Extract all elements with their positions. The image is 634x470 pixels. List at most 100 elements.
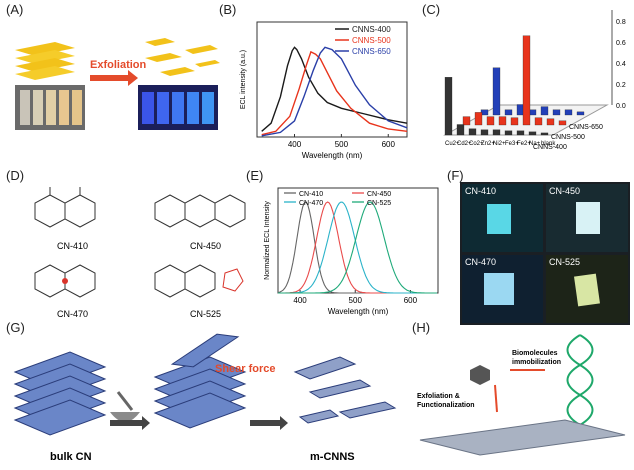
photo-cn-450-label: CN-450 xyxy=(549,186,581,196)
chart-e-series-line xyxy=(278,201,437,294)
chart-c-tick-label: 0.8 xyxy=(616,19,626,26)
mortar-icon xyxy=(110,391,140,422)
exfoliated-sheets-illustration xyxy=(145,38,220,76)
chart-c-category-label: Cd2+ xyxy=(457,141,472,147)
chart-e-legend-label: CN-470 xyxy=(299,200,323,207)
photo-cn-470-label: CN-470 xyxy=(465,257,497,267)
photo-cn-525-label: CN-525 xyxy=(549,257,581,267)
arrow-down xyxy=(494,384,498,413)
chart-b-tick-label: 500 xyxy=(335,140,349,149)
chart-c-bar xyxy=(510,117,519,126)
chart-e-tick-label: 600 xyxy=(404,296,418,305)
photo-cn-450: CN-450 xyxy=(546,184,628,252)
panel-label-a: (A) xyxy=(6,2,24,17)
chart-b-xlabel: Wavelength (nm) xyxy=(302,151,363,160)
chart-e-tick-label: 500 xyxy=(349,296,363,305)
structure-cn-470: CN-470 xyxy=(34,264,96,319)
chart-e-legend-label: CN-525 xyxy=(367,200,391,207)
chart-c-series-label: CNNS-650 xyxy=(569,124,603,131)
chart-c-bar xyxy=(480,129,489,136)
chart-c-bar xyxy=(528,131,537,136)
sheared-cn-layers xyxy=(153,333,247,429)
chart-c-bar xyxy=(546,118,555,126)
panel-label-b: (B) xyxy=(219,2,237,17)
chart-b-series-line xyxy=(261,46,408,137)
chart-c-category-label: Na+ xyxy=(529,141,541,147)
panel-label-c: (C) xyxy=(422,2,441,17)
photo-cn-525: CN-525 xyxy=(546,255,628,323)
chart-c-bar xyxy=(564,109,573,116)
panel-label-d: (D) xyxy=(6,168,25,183)
process-arrow-1 xyxy=(110,416,150,430)
bulk-cn-layers xyxy=(13,351,107,436)
m-cnns-label: m-CNNS xyxy=(310,451,355,463)
panel-label-g: (G) xyxy=(6,320,25,335)
structure-cn-525: CN-525 xyxy=(154,264,244,319)
immobilization-text: immobilization xyxy=(512,359,561,366)
chart-c-bar xyxy=(456,124,465,136)
photo-cn-470: CN-470 xyxy=(462,255,543,323)
chart-c-series-label: CNNS-400 xyxy=(533,144,567,151)
chart-c-category-label: Ni2+ xyxy=(493,141,506,147)
panel-g-illustration: Shear force bulk CN m-CNNS xyxy=(13,333,397,463)
chart-e-series-line xyxy=(278,201,437,294)
chart-c-bar xyxy=(504,109,513,116)
biomolecules-text: Biomolecules xyxy=(512,350,558,357)
chart-b-legend-label: CNNS-500 xyxy=(352,36,391,45)
photo-cn-410: CN-410 xyxy=(462,184,543,252)
chart-c-bar xyxy=(516,130,525,136)
chart-c-category-label: Fe3+ xyxy=(505,141,519,147)
cn-450-label: CN-450 xyxy=(190,241,221,251)
cn-nanosheet xyxy=(419,419,626,456)
chart-c-bar xyxy=(492,67,501,116)
chart-b-series-line xyxy=(261,46,408,132)
chart-c-bar xyxy=(540,132,549,136)
panel-label-h: (H) xyxy=(412,320,431,335)
chart-b-legend-label: CNNS-650 xyxy=(352,47,391,56)
chart-b-frame xyxy=(256,21,408,138)
shear-force-label: Shear force xyxy=(215,363,276,375)
exfoliation-arrow xyxy=(90,70,138,86)
chart-e-legend-label: CN-410 xyxy=(299,191,323,198)
chart-e-tick-label: 400 xyxy=(293,296,307,305)
chart-e-xlabel: Wavelength (nm) xyxy=(328,307,389,316)
exfoliation-label: Exfoliation xyxy=(90,59,147,71)
chart-c-tick-label: 0.6 xyxy=(616,40,626,47)
chart-c-series-label: CNNS-500 xyxy=(551,134,585,141)
bulk-cn-label: bulk CN xyxy=(50,451,92,463)
cn-525-label: CN-525 xyxy=(190,309,221,319)
exfoliation-text: Exfoliation & xyxy=(417,393,460,400)
panel-label-f: (F) xyxy=(447,168,464,183)
chart-c-bar xyxy=(576,111,585,116)
m-cnns-sheets xyxy=(293,356,397,424)
structure-cn-410: CN-410 xyxy=(34,187,96,251)
chart-c-bar xyxy=(468,128,477,136)
chart-c-category-label: Zn2+ xyxy=(481,141,495,147)
cn-410-label: CN-410 xyxy=(57,241,88,251)
chart-c-bar xyxy=(498,116,507,126)
panel-d-structures: CN-410 CN-450 CN-470 CN-525 xyxy=(34,187,246,319)
chart-c-bar xyxy=(492,129,501,136)
chart-c-bar xyxy=(504,130,513,136)
panel-c-selectivity-chart: 0.00.20.40.60.81.0I0-I/I0CNNS-650CNNS-50… xyxy=(443,10,626,151)
chart-c-tick-label: 0.4 xyxy=(616,61,626,68)
bulk-stack-illustration xyxy=(15,42,75,80)
chart-c-bar xyxy=(534,117,543,126)
chart-b-tick-label: 400 xyxy=(288,140,302,149)
chart-c-category-label: Co2+ xyxy=(469,141,484,147)
chart-c-bar xyxy=(558,120,567,126)
structure-cn-450: CN-450 xyxy=(154,194,246,251)
chart-b-ylabel: ECL intensity (a.u.) xyxy=(240,50,247,109)
process-arrow-2 xyxy=(250,416,288,430)
chart-c-category-label: Fe2+ xyxy=(517,141,531,147)
aromatic-molecule xyxy=(470,365,490,385)
chart-b-tick-label: 600 xyxy=(382,140,396,149)
chart-c-bar xyxy=(444,77,453,136)
chart-c-bar xyxy=(462,116,471,126)
chart-c-bar xyxy=(540,106,549,116)
cn-470-label: CN-470 xyxy=(57,309,88,319)
chart-b-series-line xyxy=(261,50,408,136)
chart-c-tick-label: 0.2 xyxy=(616,82,626,89)
